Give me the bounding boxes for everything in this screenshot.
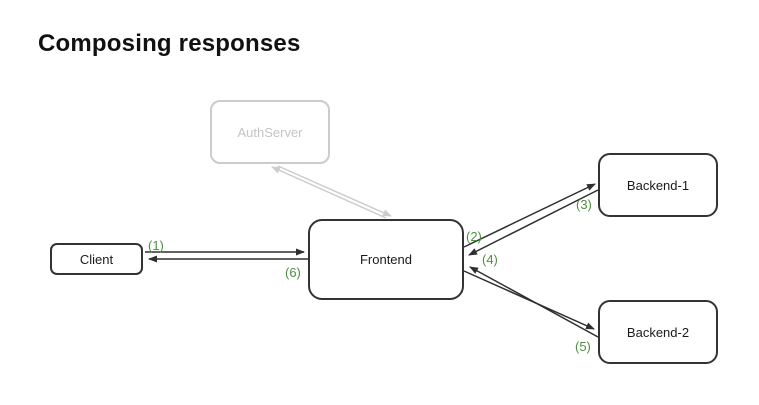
edge-1-label: (1)	[148, 238, 164, 253]
node-frontend: Frontend	[308, 219, 464, 300]
node-backend-1: Backend-1	[598, 153, 718, 217]
edge-6-label: (6)	[285, 265, 301, 280]
node-authserver: AuthServer	[210, 100, 330, 164]
edge-authserver-to-frontend-line	[277, 165, 392, 217]
node-authserver-label: AuthServer	[237, 124, 303, 140]
edge-frontend-to-authserver-line	[271, 166, 387, 219]
node-backend-2: Backend-2	[598, 300, 718, 364]
page-title: Composing responses	[38, 30, 301, 57]
edge-3-label: (3)	[576, 197, 592, 212]
edge-5-label: (5)	[575, 339, 591, 354]
edge-2-label: (2)	[466, 229, 482, 244]
node-backend-1-label: Backend-1	[626, 177, 690, 193]
node-client: Client	[50, 243, 143, 275]
edge-4-frontend-to-backend2-line	[463, 270, 595, 330]
edge-4-label: (4)	[482, 252, 498, 267]
node-client-label: Client	[79, 251, 114, 267]
edge-2-frontend-to-backend1-line	[463, 183, 596, 248]
node-frontend-label: Frontend	[359, 252, 413, 267]
node-backend-2-label: Backend-2	[626, 324, 690, 340]
edge-5-backend2-to-frontend-line	[469, 266, 599, 338]
